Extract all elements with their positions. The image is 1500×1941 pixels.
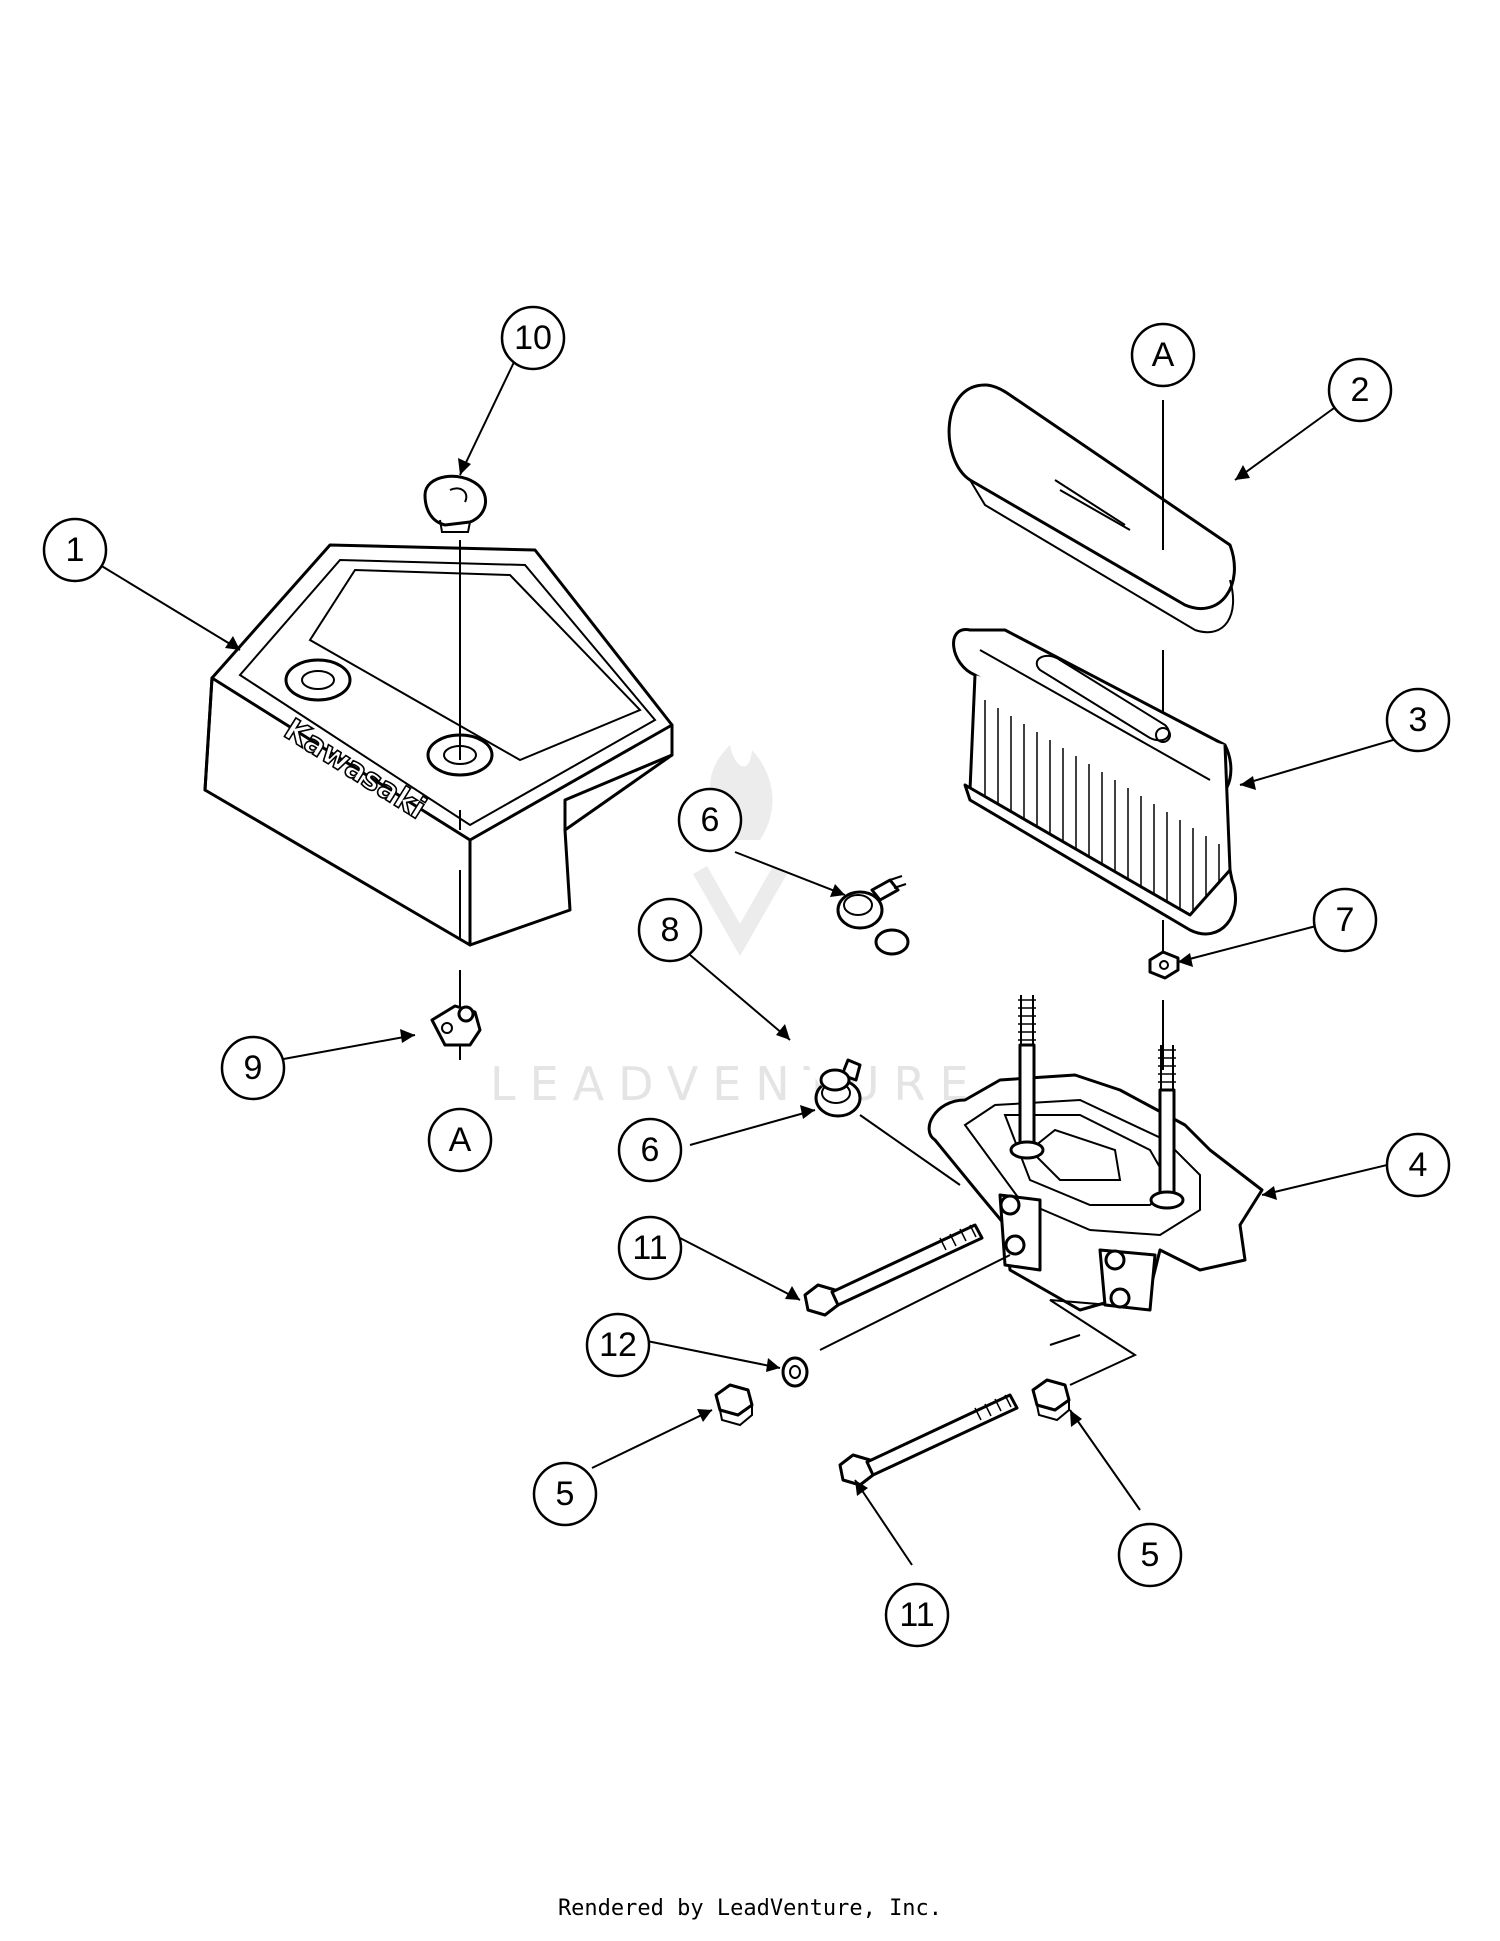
svg-text:1: 1 <box>66 531 85 569</box>
svg-text:11: 11 <box>632 1229 667 1267</box>
svg-text:10: 10 <box>514 319 552 357</box>
leader-lines <box>99 359 1411 1566</box>
bolt-alignment-lines <box>819 1254 1138 1386</box>
callout-11-lower: 11 <box>884 1582 950 1648</box>
wing-clip <box>430 1004 482 1047</box>
flat-washer <box>781 1356 809 1388</box>
footer-credit: Rendered by LeadVenture, Inc. <box>557 1896 943 1921</box>
hose-clamp-upper <box>836 875 907 930</box>
cover-knob <box>423 474 487 533</box>
svg-text:6: 6 <box>641 1131 660 1169</box>
svg-text:9: 9 <box>244 1049 263 1087</box>
air-filter-element <box>952 628 1238 936</box>
callout-a-bottom: A <box>427 1107 493 1173</box>
svg-text:A: A <box>449 1121 472 1159</box>
pre-cleaner-foam <box>947 383 1236 633</box>
svg-text:5: 5 <box>1141 1536 1160 1574</box>
callout-5-right: 5 <box>1117 1522 1183 1588</box>
callout-9: 9 <box>220 1035 286 1101</box>
callout-1: 1 <box>42 517 108 583</box>
callout-2: 2 <box>1327 357 1393 423</box>
callout-11-upper: 11 <box>617 1215 683 1281</box>
callout-5-left: 5 <box>532 1461 598 1527</box>
callout-a-top: A <box>1130 322 1196 388</box>
callout-6-lower: 6 <box>617 1117 683 1183</box>
svg-text:11: 11 <box>899 1596 934 1634</box>
wing-nut <box>1148 950 1180 980</box>
engine-cover: Kawasaki <box>203 543 674 947</box>
callout-6-upper: 6 <box>677 787 743 853</box>
hose-alignment-line <box>859 1114 961 1186</box>
svg-text:12: 12 <box>599 1326 637 1364</box>
callout-12: 12 <box>585 1312 651 1378</box>
bolt-lower <box>838 1393 1019 1487</box>
air-cleaner-base <box>927 995 1264 1312</box>
svg-text:7: 7 <box>1336 901 1355 939</box>
callout-4: 4 <box>1385 1132 1451 1198</box>
svg-text:5: 5 <box>556 1475 575 1513</box>
svg-text:6: 6 <box>701 801 720 839</box>
flange-nut-left <box>714 1383 754 1427</box>
callout-3: 3 <box>1385 687 1451 753</box>
callout-7: 7 <box>1312 887 1378 953</box>
svg-text:8: 8 <box>661 911 680 949</box>
callout-10: 10 <box>500 305 566 371</box>
callout-8: 8 <box>637 897 703 963</box>
flange-nut-right <box>1031 1378 1071 1422</box>
watermark-text: LEADVENTURE <box>490 1057 983 1111</box>
svg-text:4: 4 <box>1409 1146 1428 1184</box>
svg-text:3: 3 <box>1409 701 1428 739</box>
bolt-upper <box>803 1223 984 1317</box>
svg-text:2: 2 <box>1351 371 1370 409</box>
svg-text:A: A <box>1152 336 1175 374</box>
breather-hose <box>801 922 926 1092</box>
